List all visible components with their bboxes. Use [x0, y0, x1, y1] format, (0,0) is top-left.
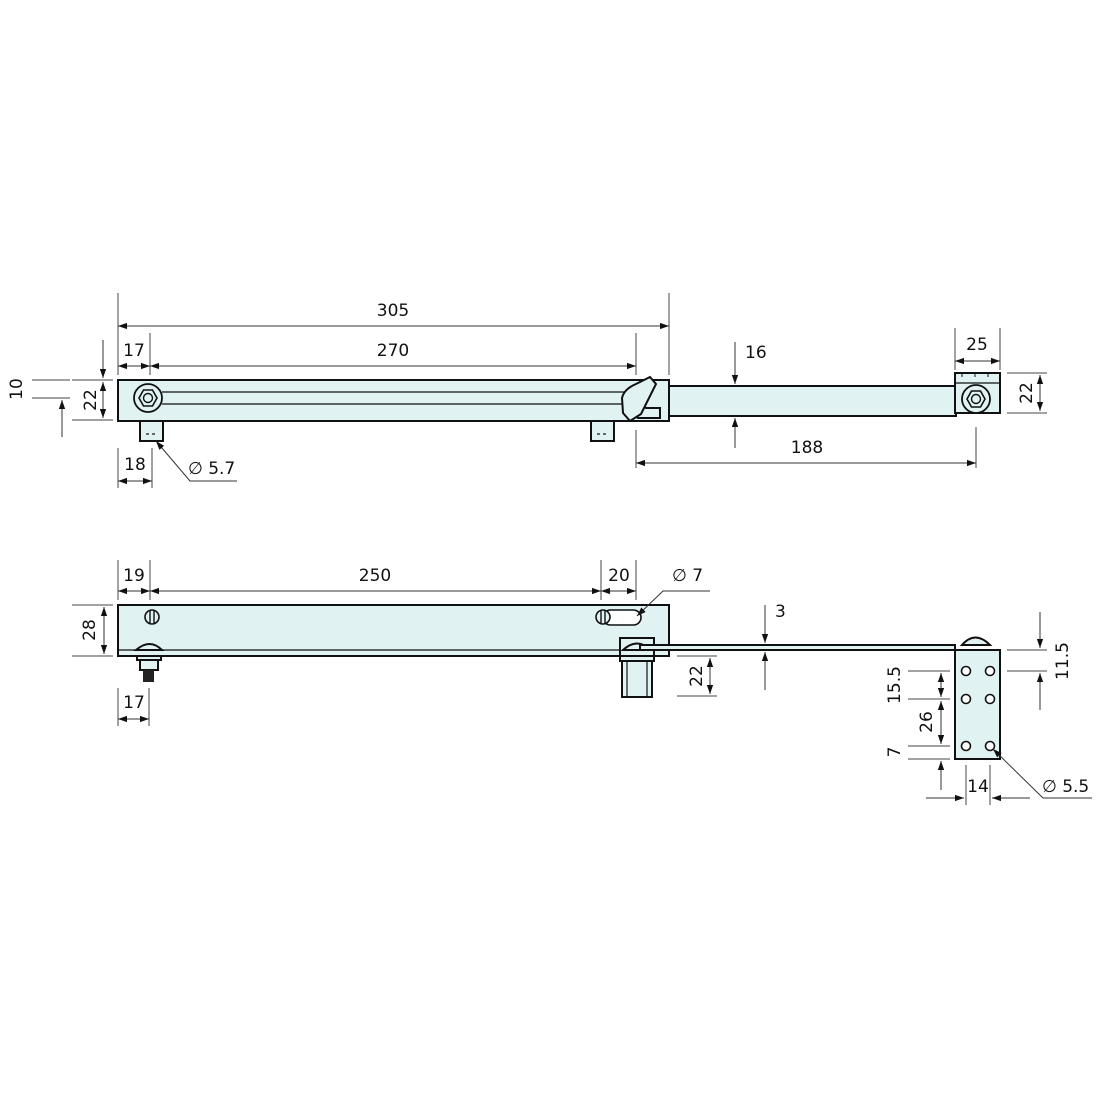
- bracket-dimensions: 11.5 15.5 26 7 14 ∅ 5.5: [885, 612, 1092, 805]
- clamp-knob-icon: [620, 375, 661, 423]
- dim-hole-spacing-h: 14: [967, 777, 989, 797]
- dim-arm-height: 16: [745, 343, 767, 363]
- sliding-arm: [668, 385, 957, 417]
- dim-right-slot: 20: [608, 566, 630, 586]
- dim-body-height: 28: [80, 619, 100, 641]
- dim-side-left-offset: 19: [123, 566, 145, 586]
- dim-arm-length: 188: [791, 438, 823, 458]
- dim-foot-width: 18: [124, 455, 146, 475]
- dim-offset-10: 10: [7, 378, 27, 400]
- dim-foot-hole: ∅ 5.7: [188, 459, 235, 479]
- right-foot: [590, 420, 615, 442]
- top-body: [117, 379, 670, 422]
- dim-slot-length: 270: [377, 341, 409, 361]
- left-foot: [139, 420, 164, 442]
- dim-height-left: 22: [81, 389, 101, 411]
- dim-bolt-offset: 17: [123, 693, 145, 713]
- dim-hole-diameter: ∅ 5.5: [1042, 777, 1089, 797]
- dim-hole-spacing-1: 15.5: [885, 666, 905, 704]
- screw-head-icon: [144, 609, 160, 625]
- dim-end-block-height: 22: [1017, 382, 1037, 404]
- hex-nut-icon: [133, 383, 163, 413]
- screw-head-icon: [595, 609, 611, 625]
- side-body: [117, 604, 670, 657]
- dim-left-offset: 17: [123, 341, 145, 361]
- hex-nut-icon: [961, 384, 991, 414]
- dim-top-offset: 11.5: [1053, 642, 1073, 680]
- dim-slot-hole: ∅ 7: [672, 566, 703, 586]
- side-view: 19 250 20 ∅ 7 28 17 22 3: [72, 560, 1001, 760]
- dim-roller-height: 22: [687, 665, 707, 687]
- top-view: 305 270 17 22 10 18 ∅ 5.7 16: [7, 293, 1047, 488]
- dim-hole-spacing-2: 26: [917, 711, 937, 733]
- dim-plate-thickness: 3: [775, 602, 786, 622]
- bracket-holes: [960, 665, 996, 752]
- arm-plate: [639, 644, 956, 651]
- dim-slot-spacing: 250: [359, 566, 391, 586]
- dim-end-block-width: 25: [966, 335, 988, 355]
- dim-overall-length: 305: [377, 301, 409, 321]
- dim-bottom-offset: 7: [885, 747, 905, 758]
